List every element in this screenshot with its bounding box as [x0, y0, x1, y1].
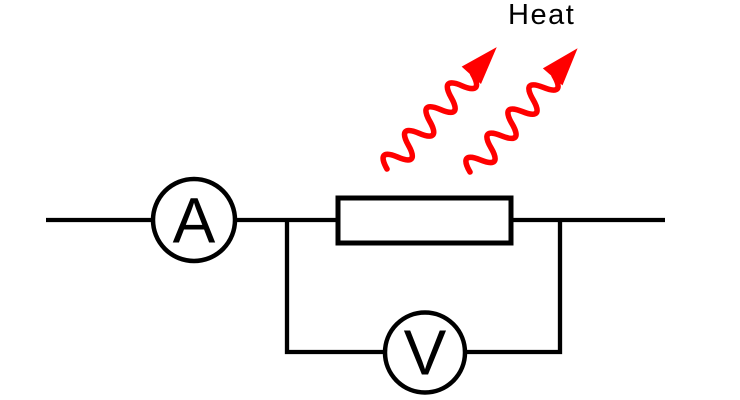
heat-label: Heat	[508, 0, 575, 31]
voltmeter-symbol	[382, 310, 468, 395]
branch-wire-right	[465, 220, 563, 355]
heat-arrows-group	[380, 47, 578, 175]
heat-wave-icon	[380, 71, 480, 172]
heat-arrow-right	[463, 48, 578, 175]
heat-arrow-left	[380, 47, 497, 172]
voltmeter-label: V	[404, 317, 447, 389]
heat-wave-icon	[463, 72, 561, 175]
heat-arrowhead-icon	[461, 47, 497, 85]
resistor-body	[335, 195, 514, 246]
ammeter-label: A	[173, 185, 216, 257]
ammeter-symbol	[150, 176, 238, 264]
branch-wire-left	[284, 220, 385, 355]
heat-arrowhead-icon	[542, 48, 578, 86]
voltmeter-branch-group	[284, 220, 563, 355]
